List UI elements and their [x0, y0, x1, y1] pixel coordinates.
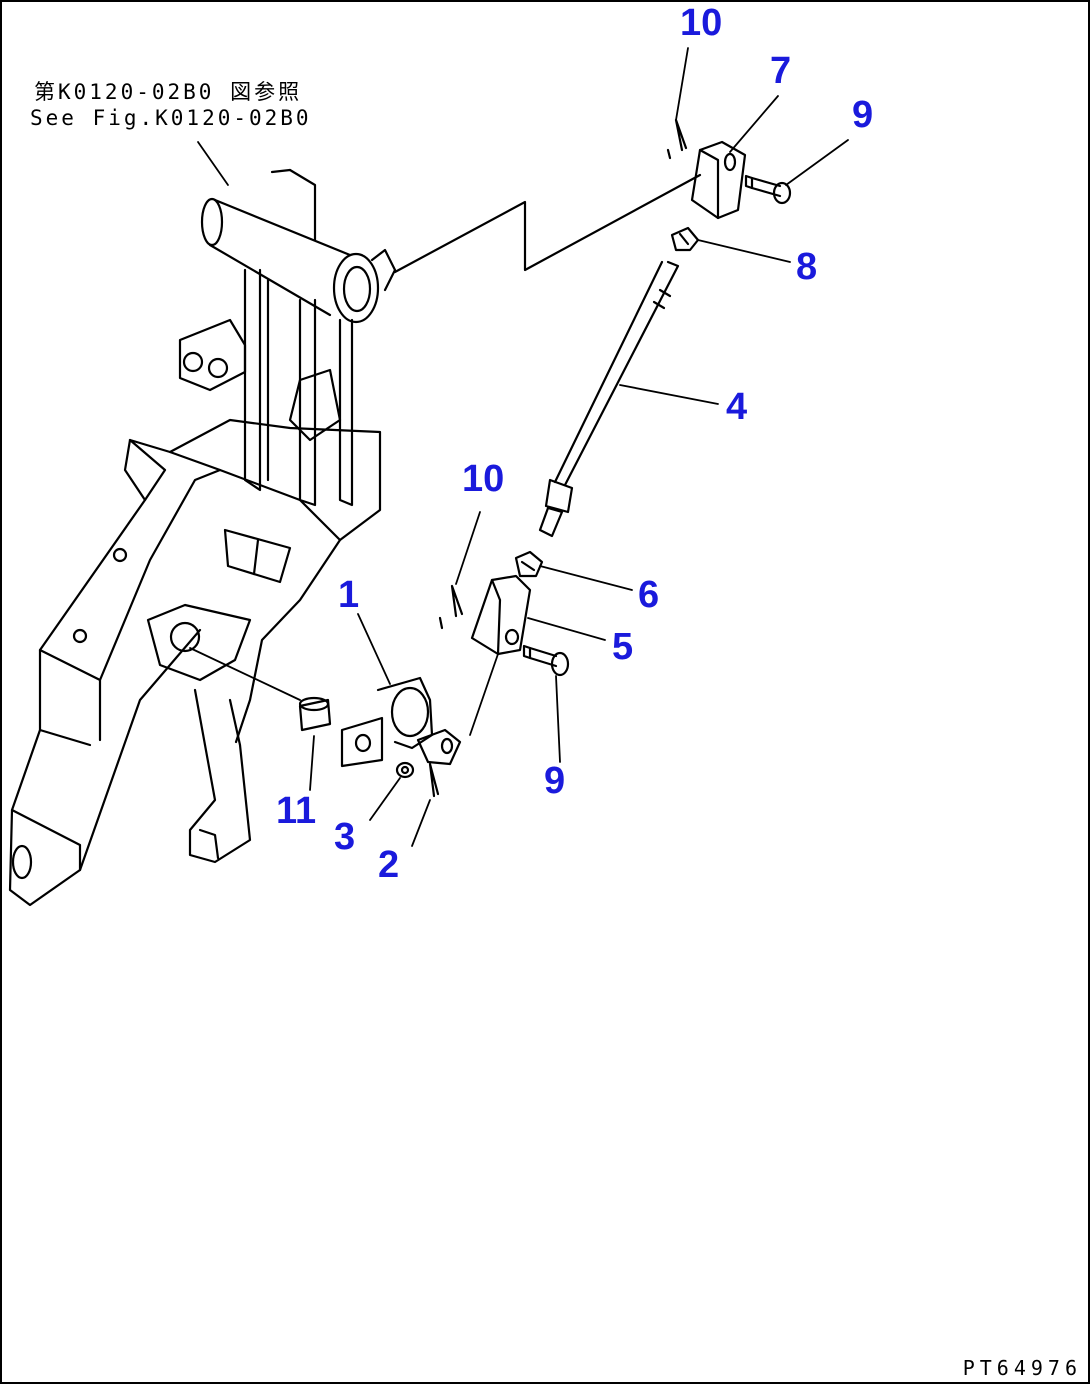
callout-part-9-lower: 9 — [544, 760, 566, 802]
callout-part-2: 2 — [378, 844, 400, 886]
part-5-block — [470, 574, 532, 656]
part-8-nut — [670, 226, 700, 252]
part-11-stopper — [298, 696, 332, 732]
callout-part-10-lower: 10 — [462, 458, 505, 500]
leader-lines — [189, 47, 849, 847]
upper-shaft — [200, 197, 397, 324]
bracket-frame — [8, 418, 382, 907]
callout-part-11: 11 — [276, 790, 317, 832]
callout-part-1: 1 — [338, 574, 360, 616]
column-post — [243, 168, 354, 507]
part-2-pin — [428, 762, 440, 798]
callout-part-7: 7 — [770, 50, 792, 92]
callout-part-4: 4 — [726, 386, 748, 428]
callout-part-9-upper: 9 — [852, 94, 874, 136]
part-9-lower-bolt — [522, 644, 570, 677]
part-7-block — [690, 140, 747, 220]
upper-leader — [393, 173, 702, 274]
part-6-nut — [514, 550, 544, 578]
pedal-arm — [146, 603, 252, 864]
reference-japanese: 第K0120-02B0 図参照 — [34, 80, 303, 104]
callout-part-5: 5 — [612, 626, 634, 668]
part-4-rod — [538, 260, 680, 538]
part-3-washer — [395, 761, 415, 779]
part-10-lower-pin — [438, 584, 464, 630]
callout-part-3: 3 — [334, 816, 356, 858]
reference-english: See Fig.K0120-02B0 — [30, 106, 312, 130]
drawing-code: PT64976 — [962, 1356, 1082, 1380]
callout-part-8: 8 — [796, 246, 818, 288]
callout-part-6: 6 — [638, 574, 660, 616]
column-clevis — [178, 318, 247, 392]
part-9-upper-bolt — [744, 174, 792, 205]
callout-part-10-upper: 10 — [680, 2, 723, 44]
part-1-lever — [340, 676, 462, 768]
part-10-upper-pin — [666, 118, 688, 160]
